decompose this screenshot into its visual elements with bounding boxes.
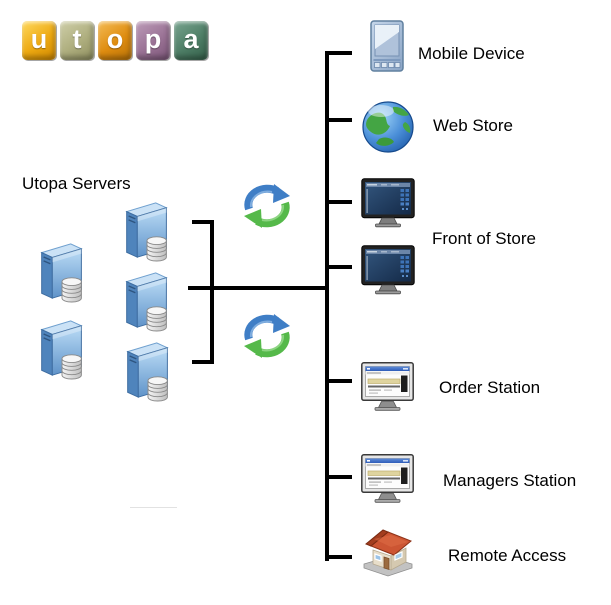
servers-bracket-top-tick — [192, 220, 214, 224]
logo-tile-p: p — [136, 21, 170, 60]
branch-line-web-store — [325, 118, 352, 122]
server-database-icon — [37, 241, 87, 303]
browser-monitor-icon — [361, 362, 414, 412]
node-label-web-store: Web Store — [433, 116, 514, 135]
pos-monitor-icon — [361, 178, 415, 228]
node-label-front-of-store: Front of Store — [432, 229, 536, 248]
branch-line-front-of-store-1 — [325, 200, 352, 204]
branch-line-mobile-device — [325, 51, 352, 55]
logo-letter: p — [144, 23, 162, 54]
logo-letter: t — [72, 23, 82, 54]
servers-bracket-bottom-tick — [192, 360, 214, 364]
logo-letter: u — [30, 23, 48, 54]
utopa-logo: u t o p a — [22, 21, 208, 60]
logo-tile-o: o — [98, 21, 132, 60]
servers-bracket-line — [210, 220, 214, 364]
faint-artifact-line — [130, 507, 177, 508]
node-label-remote-access: Remote Access — [448, 546, 567, 565]
logo-tile-t: t — [60, 21, 94, 60]
globe-icon — [361, 100, 415, 154]
server-database-icon — [122, 200, 172, 262]
server-database-icon — [122, 270, 172, 332]
servers-to-trunk-line — [188, 286, 329, 290]
pos-monitor-icon — [361, 245, 415, 295]
browser-monitor-icon — [361, 454, 414, 504]
logo-letter: a — [183, 23, 199, 54]
trunk-line — [325, 51, 329, 561]
branch-line-managers-station — [325, 475, 352, 479]
server-database-icon — [123, 340, 173, 402]
sync-arrows-icon — [242, 312, 292, 360]
branch-line-order-station — [325, 379, 352, 383]
node-label-managers-station: Managers Station — [443, 471, 577, 490]
house-icon — [361, 524, 415, 578]
sync-arrows-icon — [242, 182, 292, 230]
server-database-icon — [37, 318, 87, 380]
branch-line-front-of-store-2 — [325, 265, 352, 269]
branch-line-remote-access — [325, 555, 352, 559]
mobile-device-icon — [370, 20, 404, 72]
node-label-mobile-device: Mobile Device — [418, 44, 525, 63]
servers-group-label: Utopa Servers — [22, 174, 131, 193]
logo-tile-u: u — [22, 21, 56, 60]
logo-letter: o — [106, 23, 124, 54]
logo-tile-a: a — [174, 21, 208, 60]
node-label-order-station: Order Station — [439, 378, 541, 397]
